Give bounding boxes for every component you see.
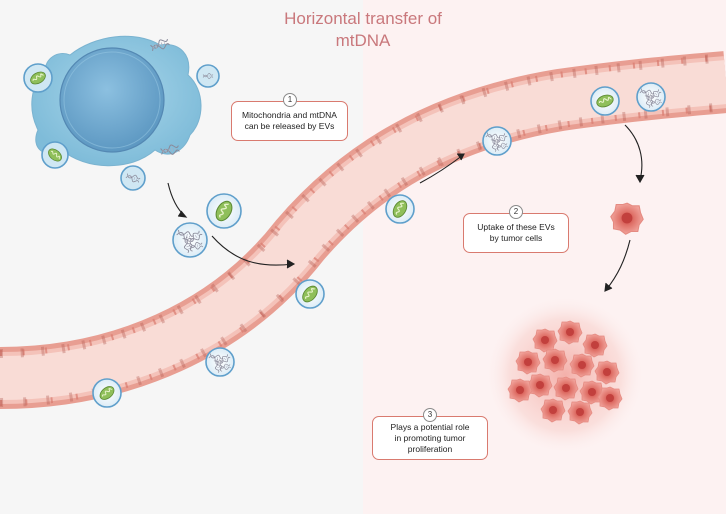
step-3-line1: Plays a potential role: [390, 421, 470, 432]
arrow-icon: [167, 124, 645, 292]
step-2-line2: by tumor cells: [489, 233, 543, 243]
figure-title-line2: mtDNA: [335, 31, 391, 50]
released-vesicles: [172, 193, 242, 258]
blood-vessel: [0, 51, 726, 409]
extracellular-vesicle-icon: [23, 63, 220, 191]
step-1-line1: Mitochondria and mtDNA: [242, 110, 337, 120]
tumor-cell-icon: [610, 202, 644, 235]
tumor-mass-icon: [485, 295, 645, 455]
step-2-line1: Uptake of these EVs: [477, 222, 555, 232]
step-2-number: 2: [509, 205, 523, 219]
step-1-number: 1: [283, 93, 297, 107]
donor-cell-icon: [31, 35, 202, 167]
step-3-number: 3: [423, 408, 437, 422]
step-2-box: Uptake of these EVs by tumor cells: [463, 213, 569, 253]
figure-title-line1: Horizontal transfer of: [284, 9, 442, 28]
step-3-box: Plays a potential role in promoting tumo…: [372, 416, 488, 460]
step-1-box: Mitochondria and mtDNA can be released b…: [231, 101, 348, 141]
step-3-line2: in promoting tumor: [394, 432, 466, 443]
step-1-line2: can be released by EVs: [244, 121, 335, 131]
figure-title: Horizontal transfer of mtDNA: [236, 8, 490, 52]
step-3-line3: proliferation: [407, 443, 453, 454]
